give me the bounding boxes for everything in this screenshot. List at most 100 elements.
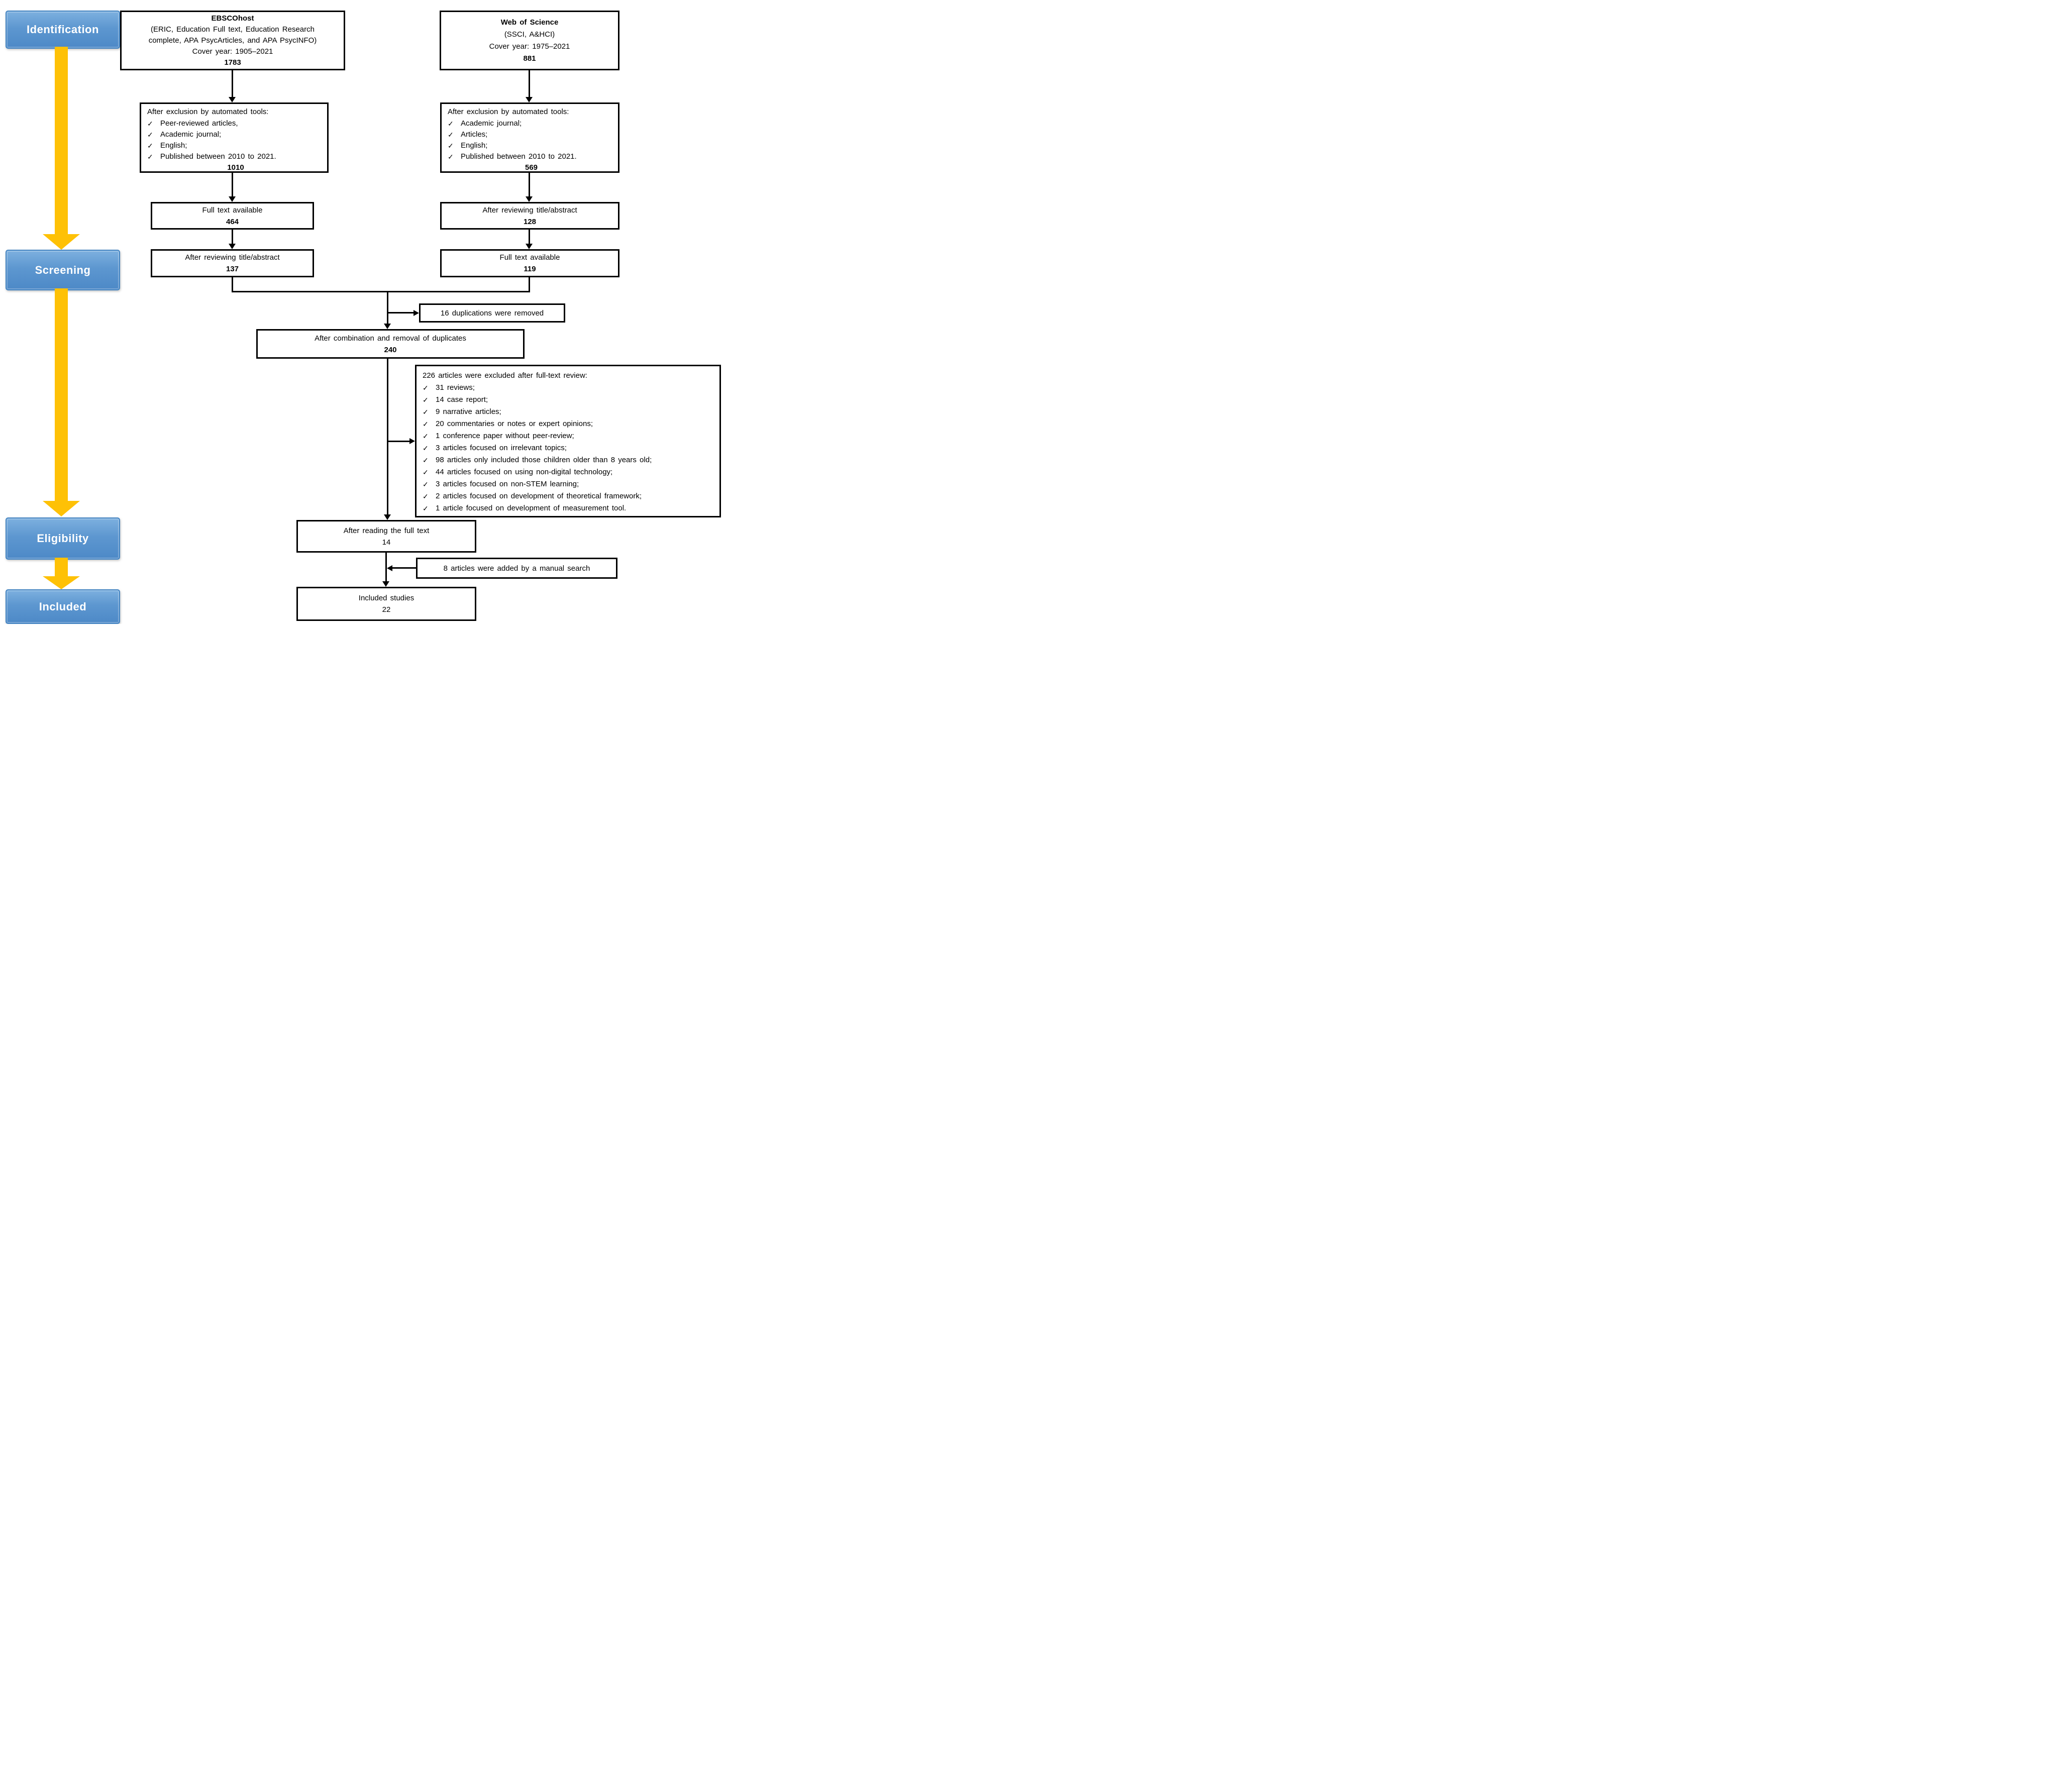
included-studies-box: Included studies 22: [296, 587, 476, 621]
fulltext-exclusion-item: 1 article focused on development of meas…: [436, 504, 627, 512]
ebscohost-source-box: EBSCOhost (ERIC, Education Full text, Ed…: [120, 11, 345, 70]
check-icon: ✓: [423, 504, 429, 512]
right-auto-exclusion-count: 569: [525, 163, 538, 172]
stage-screening: Screening: [6, 250, 120, 290]
arrow-down-icon: [229, 97, 236, 102]
connector-line: [385, 553, 387, 581]
fulltext-exclusion-item: 3 articles focused on non-STEM learning;: [436, 480, 579, 488]
exclusion-item: Academic journal;: [160, 130, 222, 139]
after-reading-count: 14: [382, 538, 391, 547]
fulltext-exclusion-item: 3 articles focused on irrelevant topics;: [436, 444, 567, 452]
connector-line: [529, 230, 530, 244]
arrow-down-icon: [526, 196, 533, 202]
check-icon: ✓: [423, 384, 429, 392]
check-icon: ✓: [423, 432, 429, 440]
arrow-down-icon: [384, 324, 391, 329]
exclusion-item: Peer-reviewed articles,: [160, 119, 238, 128]
wos-count: 881: [523, 54, 536, 63]
right-auto-exclusion-heading: After exclusion by automated tools:: [448, 108, 569, 116]
arrow-right-icon: [413, 310, 419, 316]
exclusion-item: Published between 2010 to 2021.: [461, 152, 577, 161]
connector-line: [387, 291, 388, 324]
arrow-down-icon: [229, 244, 236, 249]
fulltext-exclusion-item: 98 articles only included those children…: [436, 456, 652, 464]
ebscohost-count: 1783: [224, 58, 241, 67]
arrow-down-icon: [526, 244, 533, 249]
connector-line: [529, 70, 530, 97]
check-icon: ✓: [423, 456, 429, 464]
included-studies-label: Included studies: [358, 594, 415, 602]
connector-line: [232, 277, 233, 292]
check-icon: ✓: [423, 444, 429, 452]
left-auto-exclusion-heading: After exclusion by automated tools:: [147, 108, 269, 116]
exclusion-item: Published between 2010 to 2021.: [160, 152, 276, 161]
included-studies-count: 22: [382, 605, 391, 614]
stage-arrow-shaft: [55, 288, 68, 501]
left-fulltext-box: Full text available 464: [151, 202, 314, 230]
stage-arrow-shaft: [55, 47, 68, 234]
wos-title: Web of Science: [500, 18, 559, 27]
connector-line: [232, 70, 233, 97]
check-icon: ✓: [147, 142, 153, 150]
ebscohost-databases-line2: complete, APA PsycArticles, and APA Psyc…: [148, 36, 317, 45]
check-icon: ✓: [147, 153, 153, 161]
duplications-removed-box: 16 duplications were removed: [419, 303, 565, 323]
exclusion-item: English;: [461, 141, 488, 150]
fulltext-exclusion-item: 20 commentaries or notes or expert opini…: [436, 419, 593, 428]
check-icon: ✓: [147, 131, 153, 139]
arrow-down-icon: [526, 97, 533, 102]
check-icon: ✓: [423, 408, 429, 416]
fulltext-exclusion-item: 1 conference paper without peer-review;: [436, 432, 574, 440]
combination-box: After combination and removal of duplica…: [256, 329, 525, 359]
arrow-down-icon: [382, 581, 389, 587]
arrow-right-icon: [409, 438, 415, 444]
check-icon: ✓: [423, 480, 429, 488]
web-of-science-source-box: Web of Science (SSCI, A&HCI) Cover year:…: [440, 11, 619, 70]
right-title-abstract-box: After reviewing title/abstract 128: [440, 202, 619, 230]
right-title-abstract-label: After reviewing title/abstract: [482, 205, 577, 215]
ebscohost-title: EBSCOhost: [211, 14, 254, 23]
stage-arrow-head-icon: [43, 576, 80, 589]
prisma-flow-diagram: Identification Screening Eligibility Inc…: [0, 0, 723, 624]
stage-eligibility: Eligibility: [6, 517, 120, 560]
after-reading-box: After reading the full text 14: [296, 520, 476, 553]
stage-included: Included: [6, 589, 120, 624]
exclusion-item: Articles;: [461, 130, 488, 139]
connector-line: [392, 567, 416, 569]
check-icon: ✓: [147, 120, 153, 128]
fulltext-exclusion-item: 44 articles focused on using non-digital…: [436, 468, 613, 476]
connector-line: [388, 312, 413, 313]
right-auto-exclusion-box: After exclusion by automated tools: ✓Aca…: [440, 102, 619, 173]
exclusion-item: English;: [160, 141, 187, 150]
check-icon: ✓: [448, 120, 454, 128]
left-auto-exclusion-box: After exclusion by automated tools: ✓ Pee…: [140, 102, 329, 173]
fulltext-exclusion-item: 14 case report;: [436, 395, 488, 404]
wos-indexes: (SSCI, A&HCI): [504, 30, 555, 39]
duplications-removed-label: 16 duplications were removed: [440, 308, 544, 318]
connector-line: [529, 173, 530, 196]
connector-line: [232, 230, 233, 244]
combination-label: After combination and removal of duplica…: [315, 334, 466, 343]
fulltext-exclusion-item: 2 articles focused on development of the…: [436, 492, 642, 500]
connector-line: [232, 173, 233, 196]
left-title-abstract-label: After reviewing title/abstract: [185, 253, 280, 262]
stage-identification: Identification: [6, 11, 120, 49]
arrow-left-icon: [387, 565, 392, 571]
stage-arrow-head-icon: [43, 234, 80, 250]
fulltext-exclusion-box: 226 articles were excluded after full-te…: [415, 365, 721, 517]
left-title-abstract-box: After reviewing title/abstract 137: [151, 249, 314, 277]
stage-arrow-shaft: [55, 558, 68, 576]
after-reading-label: After reading the full text: [343, 526, 430, 535]
left-auto-exclusion-count: 1010: [227, 163, 244, 172]
right-title-abstract-count: 128: [523, 217, 537, 226]
check-icon: ✓: [423, 420, 429, 428]
connector-line: [232, 291, 530, 292]
right-fulltext-box: Full text available 119: [440, 249, 619, 277]
connector-line: [529, 277, 530, 292]
connector-line: [387, 359, 388, 514]
left-fulltext-count: 464: [226, 217, 239, 226]
right-fulltext-count: 119: [524, 265, 536, 273]
right-fulltext-label: Full text available: [499, 253, 560, 262]
wos-cover-year: Cover year: 1975–2021: [489, 42, 570, 51]
fulltext-exclusion-item: 9 narrative articles;: [436, 407, 501, 416]
